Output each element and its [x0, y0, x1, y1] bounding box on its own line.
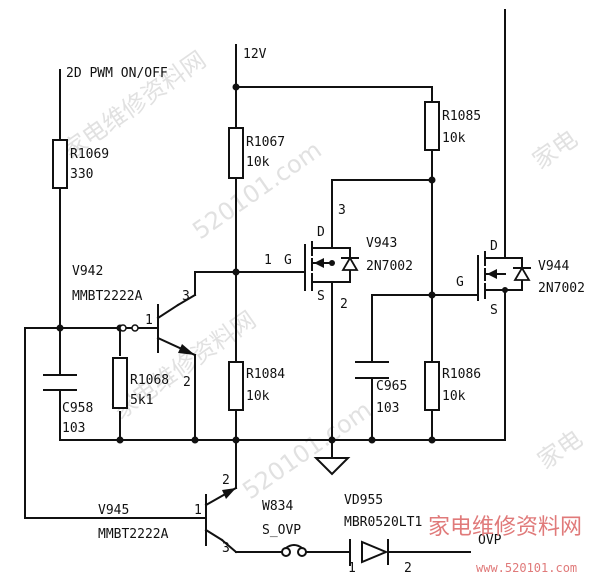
watermark-edge-2: 家电 — [532, 424, 587, 474]
capacitor-c965 — [355, 361, 389, 379]
ovp-label: OVP — [478, 533, 502, 548]
r1084-value: 10k — [246, 389, 270, 404]
ground-symbol — [313, 457, 351, 476]
v943-d: D — [317, 225, 325, 240]
jumper-w834 — [281, 544, 307, 557]
watermark-url-1: 520101.com — [187, 136, 326, 245]
resistor-r1069 — [52, 139, 68, 189]
r1086-value: 10k — [442, 389, 466, 404]
vd955-part: MBR0520LT1 — [344, 515, 422, 530]
r1068-ref: R1068 — [130, 373, 169, 388]
c958-value: 103 — [62, 421, 85, 436]
v943-ref: V943 — [366, 236, 397, 251]
mosfet-v943 — [304, 239, 359, 293]
c965-value: 103 — [376, 401, 399, 416]
r1068-value: 5k1 — [130, 393, 153, 408]
r1085-value: 10k — [442, 131, 466, 146]
v945-pin-e: 3 — [222, 541, 230, 556]
capacitor-c958 — [43, 374, 77, 391]
footer-watermark-url: www.520101.com — [476, 561, 577, 575]
r1067-value: 10k — [246, 155, 270, 170]
v945-part: MMBT2222A — [98, 527, 169, 542]
r1069-ref: R1069 — [70, 147, 109, 162]
background-watermark: 家电维修资料网 520101.com 家电维修资料网 520101.com 家电… — [57, 46, 587, 505]
mosfet-v944 — [477, 251, 531, 301]
v942-pin-c: 3 — [182, 289, 190, 304]
v944-part: 2N7002 — [538, 281, 585, 296]
c958-ref: C958 — [62, 401, 93, 416]
v943-part: 2N7002 — [366, 259, 413, 274]
test-point-1 — [119, 324, 127, 332]
v942-pin-e: 2 — [183, 375, 191, 390]
w834-name: S_OVP — [262, 523, 301, 538]
diode-vd955 — [361, 539, 389, 565]
r1085-ref: R1085 — [442, 109, 481, 124]
r1067-ref: R1067 — [246, 135, 285, 150]
v943-s: S — [317, 289, 325, 304]
v944-ref: V944 — [538, 259, 569, 274]
v942-pin-b: 1 — [145, 313, 153, 328]
vd955-ref: VD955 — [344, 493, 383, 508]
transistor-v945 — [204, 486, 238, 546]
v944-d: D — [490, 239, 498, 254]
r1086-ref: R1086 — [442, 367, 481, 382]
test-point-2 — [131, 324, 139, 332]
r1069-value: 330 — [70, 167, 93, 182]
r1084-ref: R1084 — [246, 367, 285, 382]
resistor-r1084 — [228, 361, 244, 411]
resistor-r1067 — [228, 127, 244, 179]
resistor-r1086 — [424, 361, 440, 411]
watermark-edge-1: 家电 — [527, 124, 582, 174]
supply-label: 12V — [243, 47, 267, 62]
c965-ref: C965 — [376, 379, 407, 394]
v945-pin-c: 2 — [222, 473, 230, 488]
v945-pin-b: 1 — [194, 503, 202, 518]
transistor-v942 — [156, 303, 197, 357]
v942-ref: V942 — [72, 264, 103, 279]
pwm-label: 2D PWM ON/OFF — [66, 66, 168, 81]
v943-pin-d: 3 — [338, 203, 346, 218]
v943-pin-g: 1 — [264, 253, 272, 268]
v943-g: G — [284, 253, 292, 268]
w834-ref: W834 — [262, 499, 293, 514]
v944-s: S — [490, 303, 498, 318]
resistor-r1085 — [424, 101, 440, 151]
footer-watermark-cn: 家电维修资料网 — [428, 515, 582, 540]
v942-part: MMBT2222A — [72, 289, 143, 304]
v945-ref: V945 — [98, 503, 129, 518]
vd955-pin-a: 1 — [348, 561, 356, 576]
watermark-url-2: 520101.com — [237, 396, 376, 505]
v944-g: G — [456, 275, 464, 290]
v943-pin-s: 2 — [340, 297, 348, 312]
resistor-r1068 — [112, 357, 128, 409]
vd955-pin-k: 2 — [404, 561, 412, 576]
